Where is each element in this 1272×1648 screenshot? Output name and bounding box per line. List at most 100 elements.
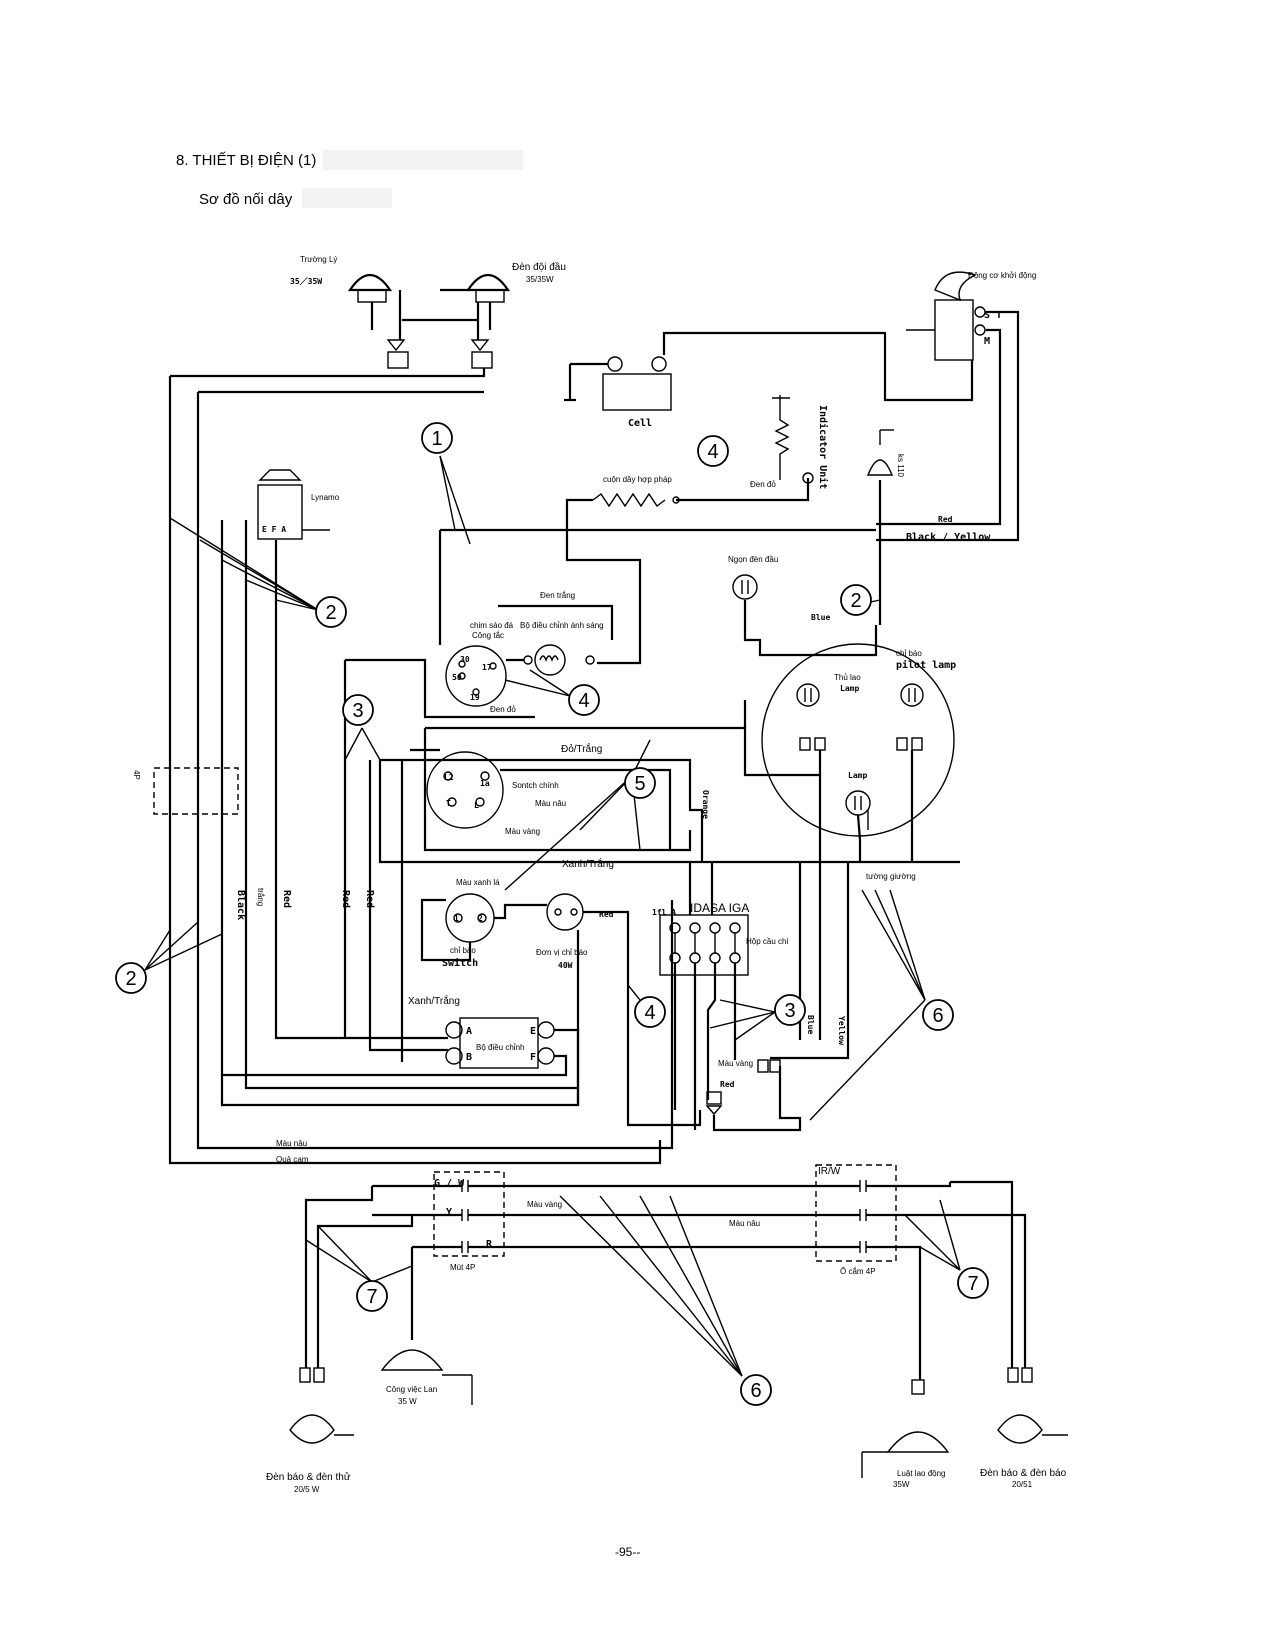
wire-black-v: Black xyxy=(235,890,246,920)
wire-brown-3: Màu nâu xyxy=(729,1219,760,1228)
svg-text:6: 6 xyxy=(932,1005,943,1027)
wire-red-v1: Red xyxy=(281,890,292,908)
wire-blue-v: Blue xyxy=(806,1015,815,1034)
relay-plug-a xyxy=(757,1059,769,1073)
relay-plug-c xyxy=(706,1091,722,1105)
work-light-left-rating: 35 W xyxy=(398,1397,417,1406)
svg-text:3: 3 xyxy=(352,700,363,722)
connector-left-tag: 4P xyxy=(132,770,141,780)
wire-red: Red xyxy=(938,515,953,524)
wire-yellow-1: Màu vàng xyxy=(505,827,540,836)
work-light-left xyxy=(380,1349,473,1405)
connector-left-4p xyxy=(153,767,239,815)
callout-4-bottom: 4 xyxy=(627,984,666,1028)
head-lamp-label: Ngọn đèn đầu xyxy=(728,555,778,564)
wire-brown-1: Màu nâu xyxy=(535,799,566,808)
wire-white-black: Đen trắng xyxy=(540,591,575,600)
wire-green-white-2: Xanh/Trắng xyxy=(408,994,460,1007)
headlight-right xyxy=(402,273,511,369)
regulator-terminal-f: F xyxy=(530,1052,536,1063)
wire-red-black-mid: Đen đỏ xyxy=(490,705,516,714)
wire-orange-2: Quả cam xyxy=(276,1155,309,1164)
tail-lamp-label: Lamp xyxy=(840,684,859,693)
starter-terminal-st: S T xyxy=(984,310,1002,321)
callout-4-mid: 4 xyxy=(504,669,600,716)
flasher-label: Đơn vị chỉ báo xyxy=(536,948,588,957)
headlight-left-rating: 35／35W xyxy=(290,276,322,286)
svg-text:4: 4 xyxy=(578,690,589,712)
heater-terminal-17: 17 xyxy=(482,663,492,672)
heading-shade xyxy=(323,150,523,170)
connector-male-pin-gw: G / W xyxy=(434,1178,465,1189)
indicator-switch-top: Màu xanh lá xyxy=(456,878,500,887)
svg-text:7: 7 xyxy=(366,1286,377,1308)
wire-black-yellow: Black / Yellow xyxy=(906,532,991,543)
svg-text:4: 4 xyxy=(707,441,718,463)
starter-terminal-m: M xyxy=(984,336,990,347)
connector-male-pin-y: Y xyxy=(446,1207,452,1218)
svg-text:7: 7 xyxy=(967,1273,978,1295)
main-switch-terminal-l: L xyxy=(474,801,479,810)
work-light-left-label: Công việc Lan xyxy=(386,1385,437,1394)
work-light-right-rating: 35W xyxy=(893,1480,910,1489)
connector-female-pin: IR/W xyxy=(818,1166,841,1177)
connector-female-label: Ổ cắm 4P xyxy=(840,1267,876,1276)
page-heading: 8. THIẾT BỊ ĐIỆN (1) xyxy=(176,152,317,169)
page-number: -95-- xyxy=(615,1545,641,1559)
callout-2-right: 2 xyxy=(840,584,881,616)
wire-yellow-2: Màu vàng xyxy=(718,1059,753,1068)
battery xyxy=(564,356,672,411)
wall-lamp-label: tường giường xyxy=(866,872,916,881)
indicator-unit xyxy=(772,395,814,484)
flasher-unit xyxy=(546,893,584,931)
relay-plug-b xyxy=(769,1059,781,1073)
wire-yellow-v: Yellow xyxy=(837,1016,846,1045)
heater-terminal-50: 50 xyxy=(452,673,462,682)
pilot-lamp-sublabel: chỉ báo xyxy=(896,649,922,658)
regulator-label: Bộ điều chỉnh xyxy=(476,1043,524,1052)
main-switch-terminal-1a: 1a xyxy=(480,779,490,788)
indicator-switch-label: Switch xyxy=(442,957,478,969)
rear-lamp-right xyxy=(997,1367,1068,1444)
wire-red-black-top: Đen đỏ xyxy=(750,480,776,489)
heater-switch-label: chim sáo đá xyxy=(470,621,514,630)
wire-blue: Blue xyxy=(811,613,830,622)
diagram-subheading: Sơ đồ nối dây xyxy=(199,191,293,208)
headlight-right-rating: 35/35W xyxy=(526,275,554,284)
fuse-box-left-label: 1fl A xyxy=(652,908,676,917)
wire-brown-2: Màu nâu xyxy=(276,1139,307,1148)
heater-terminal-30: 30 xyxy=(460,655,470,664)
relay-diode xyxy=(705,1105,723,1116)
callout-3-mid: 3 xyxy=(709,994,806,1041)
rear-lamp-left-label: Đèn báo & đèn thử xyxy=(266,1471,351,1483)
flasher-rating: 40W xyxy=(558,961,573,970)
connector-male-pin-r: R xyxy=(486,1239,493,1250)
light-regulator-label: Bộ điều chỉnh ánh sáng xyxy=(520,621,604,630)
main-switch-label: Sontch chính xyxy=(512,781,559,790)
panel-lamp-label: Lamp xyxy=(848,771,867,780)
regulator-terminal-e: E xyxy=(530,1026,536,1037)
rear-lamp-right-rating: 20/51 xyxy=(1012,1480,1033,1489)
wire-yellow-3: Màu vàng xyxy=(527,1200,562,1209)
dynamo-terminals: E F A xyxy=(262,525,286,534)
subheading-shade xyxy=(302,188,392,208)
callout-2-top: 2 xyxy=(169,517,347,628)
headlight-left xyxy=(347,273,409,369)
indicator-switch-terminal-1: 1 xyxy=(454,914,459,923)
wire-red-white: Đỏ/Trắng xyxy=(561,742,602,755)
indicator-unit-label: Indicator Unit xyxy=(817,405,829,489)
wire-red-v3: Red xyxy=(364,890,375,908)
main-switch xyxy=(426,751,504,829)
fuse-box-header: IDASA IGA xyxy=(690,901,749,915)
callout-7-left: 7 xyxy=(305,1225,413,1312)
main-switch-terminal-t: T xyxy=(446,799,451,808)
pilot-lamp-label: pilot lamp xyxy=(896,659,956,671)
heater-terminal-19: 19 xyxy=(470,693,480,702)
indicator-switch-sublabel: chỉ báo xyxy=(450,946,476,955)
wire-green-white-1: Xanh/Trắng xyxy=(562,857,614,870)
callout-6-right: 6 xyxy=(809,889,954,1121)
head-lamp-bulb xyxy=(732,574,878,657)
callout-5: 5 xyxy=(504,739,656,891)
svg-text:2: 2 xyxy=(325,602,336,624)
